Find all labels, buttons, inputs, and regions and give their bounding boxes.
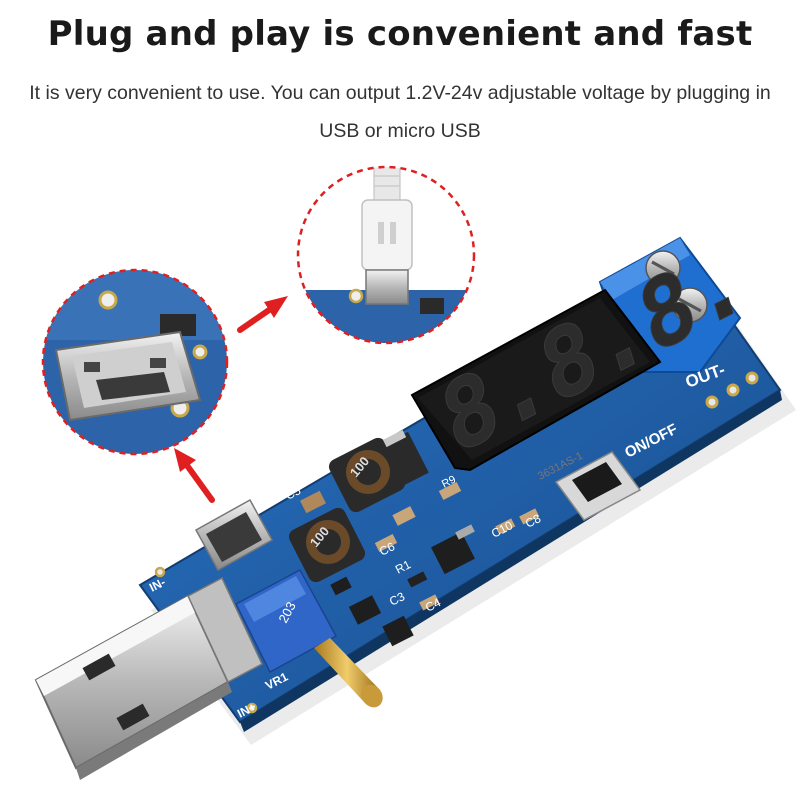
label-c3: C3 (387, 589, 407, 609)
pcb-holes (154, 371, 759, 714)
diode-d1 (381, 429, 429, 487)
label-d1: D1 (379, 415, 399, 435)
label-in-minus: IN- (147, 575, 168, 595)
on-off-button (554, 451, 642, 521)
label-r9: R9 (440, 474, 458, 491)
label-r1: R1 (393, 557, 413, 577)
smd-components (300, 482, 540, 647)
micro-usb-port (194, 498, 274, 572)
zoom-circle-cable (296, 165, 476, 345)
subtitle: It is very convenient to use. You can ou… (29, 82, 771, 142)
usb-a-plug (34, 576, 263, 780)
label-c5: C5 (283, 483, 303, 503)
label-c4: C4 (423, 595, 443, 615)
arrow-right-icon (237, 296, 288, 333)
inductor-bottom: 100 (288, 507, 366, 583)
label-c8: C8 (523, 511, 543, 531)
headline: Plug and play is convenient and fast (47, 14, 753, 54)
arrow-up-icon (174, 448, 215, 503)
label-c6: C6 (377, 539, 397, 559)
label-l2: L2 (331, 442, 350, 461)
zoom-circle-micro-usb (41, 268, 229, 456)
inductor-top: 100 (328, 437, 406, 513)
trimmer-potentiometer: 203 (235, 568, 383, 708)
